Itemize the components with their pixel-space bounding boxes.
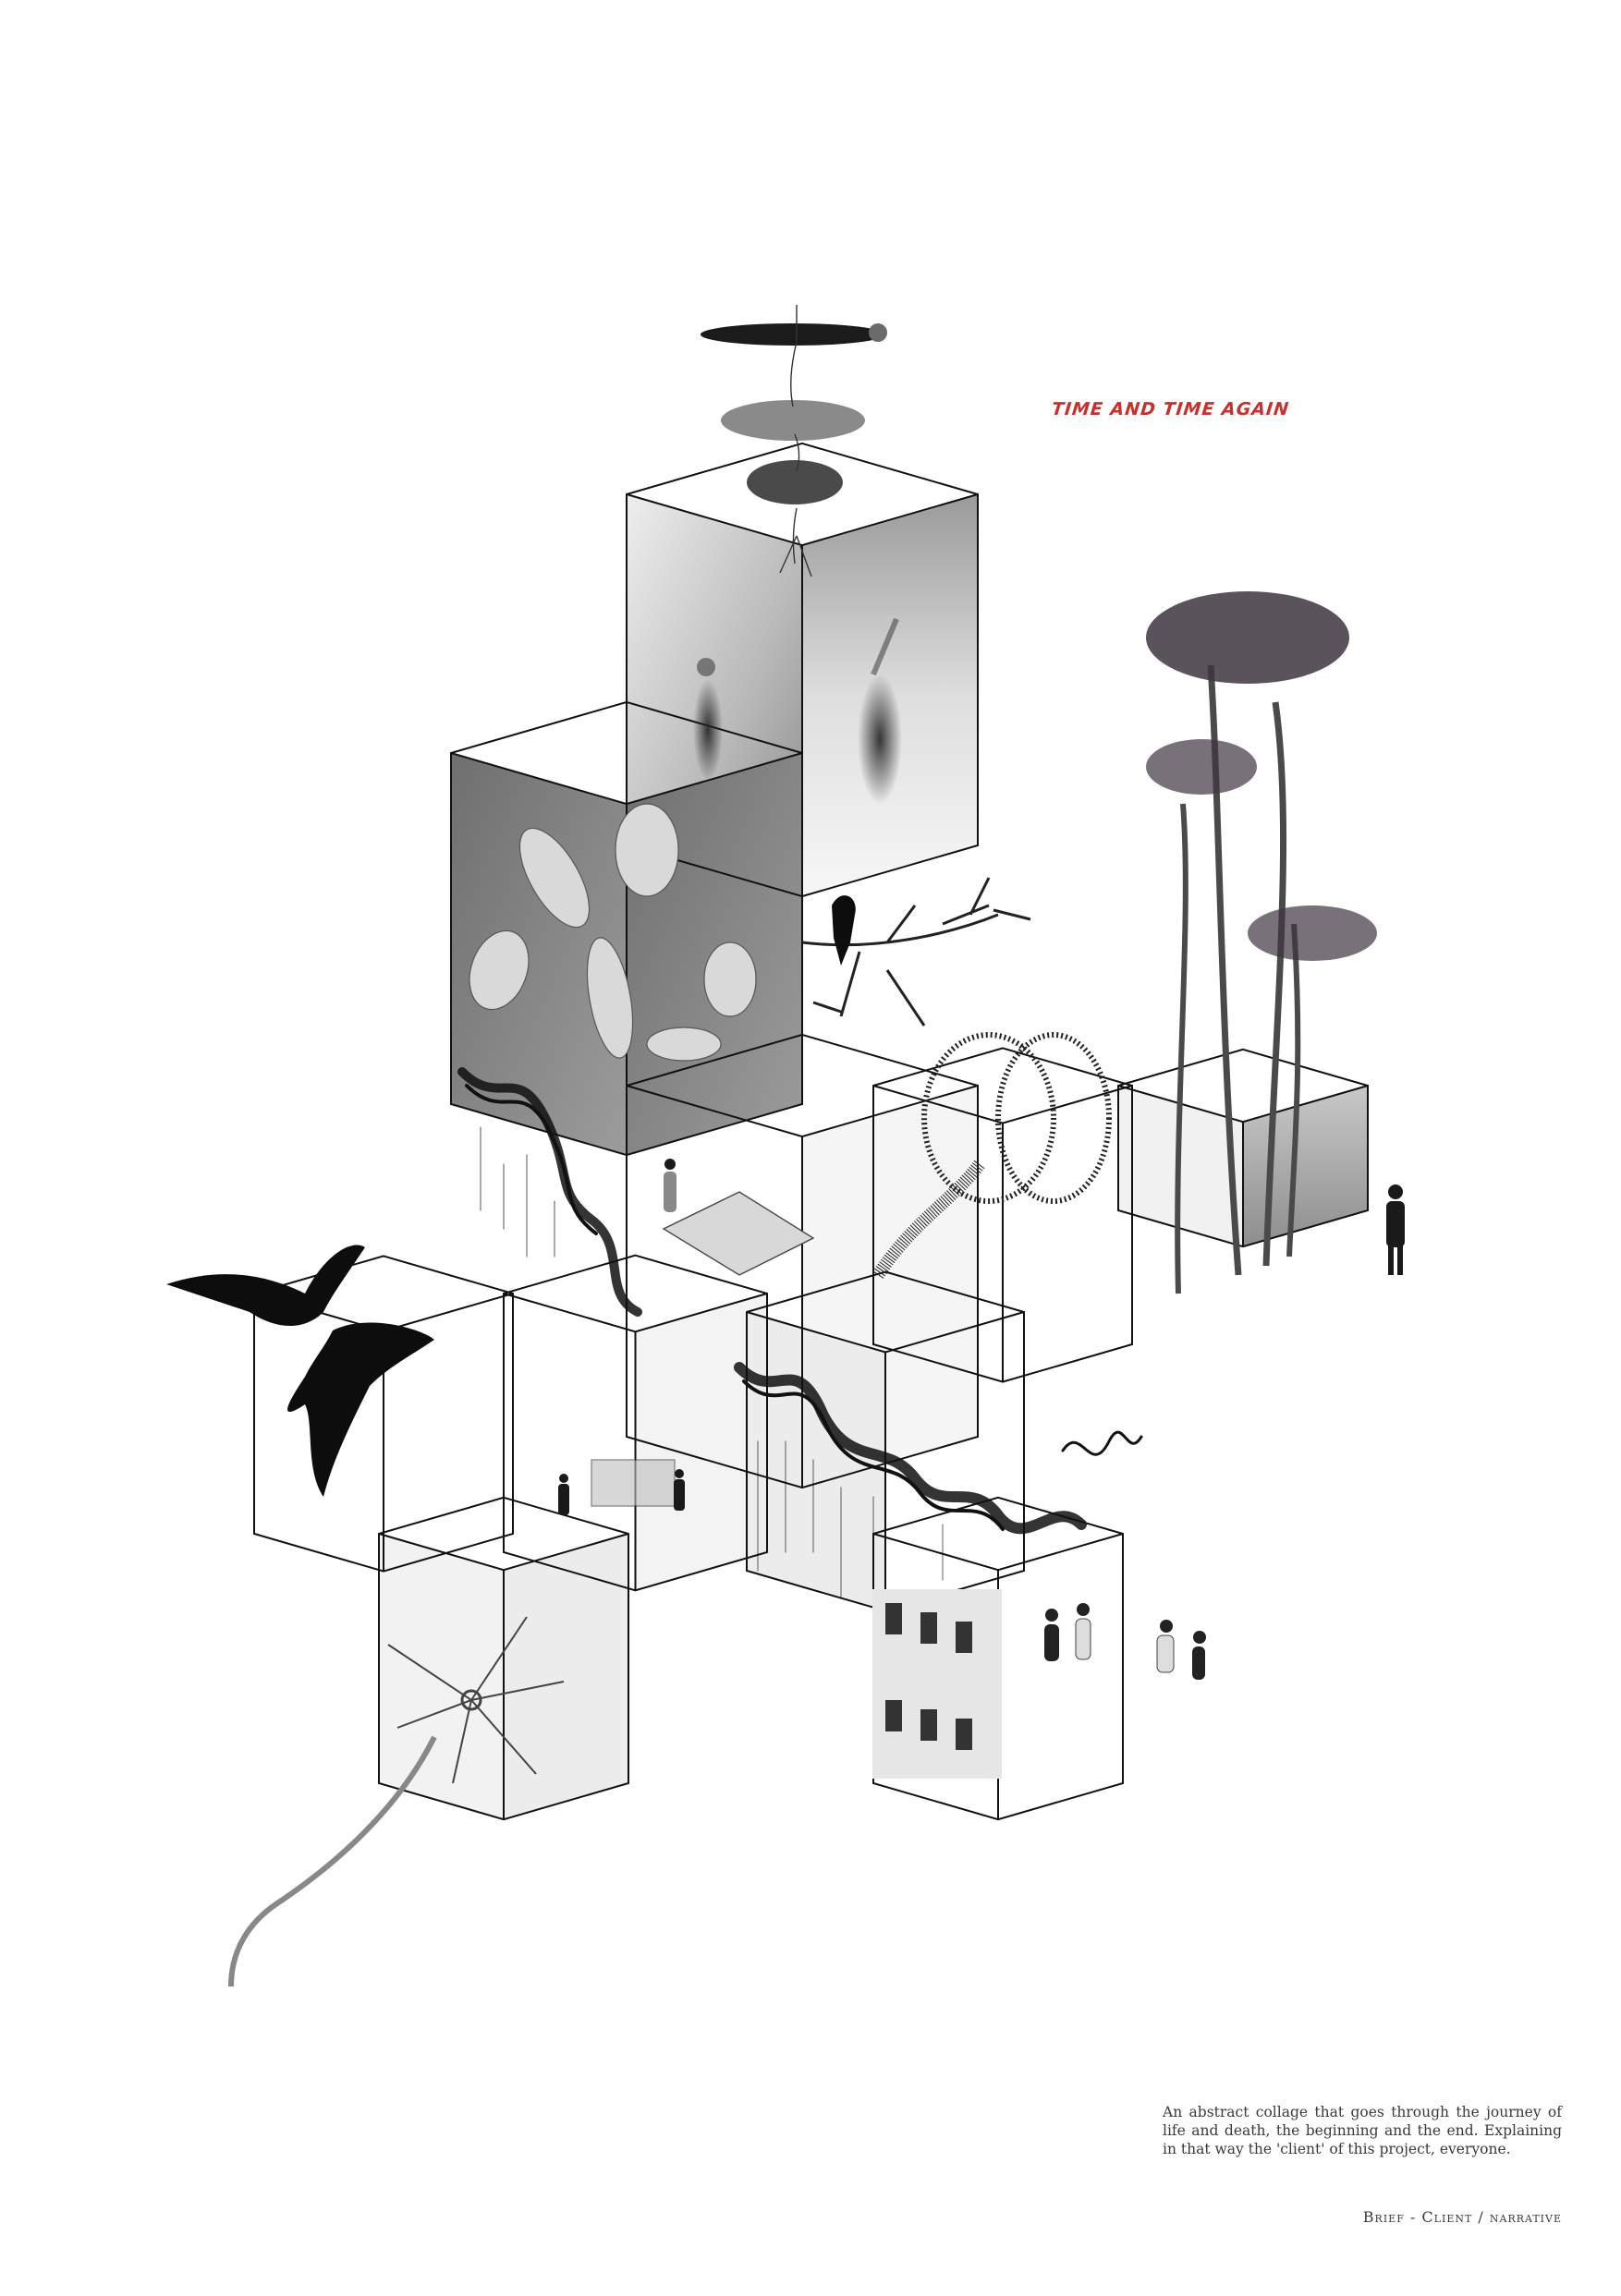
caption-text: An abstract collage that goes through th… bbox=[1163, 2104, 1562, 2157]
running-people-icon bbox=[1044, 1603, 1206, 1680]
crow-on-branch-icon bbox=[801, 877, 1031, 1027]
spiky-ink-forms-icon bbox=[872, 1032, 1112, 1279]
cube-left-face bbox=[451, 753, 627, 1156]
tangled-bodies-icon bbox=[469, 803, 757, 1062]
pine-trees-icon bbox=[1146, 591, 1377, 1294]
neuron-icon bbox=[228, 1616, 565, 1987]
poster-title: TIME AND TIME AGAIN bbox=[1050, 399, 1291, 419]
flying-crows-icon bbox=[166, 1245, 434, 1497]
cube-left-face bbox=[747, 1312, 885, 1611]
footer-label: Brief - Client / narrative bbox=[1362, 2208, 1562, 2226]
walking-person-icon bbox=[558, 1159, 1405, 1515]
building-facade-icon bbox=[872, 1589, 1002, 1779]
cube-right-face bbox=[1243, 1086, 1368, 1247]
cube-front-edge bbox=[872, 1533, 1124, 1572]
blurred-silhouettes-icon bbox=[693, 617, 902, 804]
black-ink-waves-icon bbox=[457, 1067, 1143, 1599]
floating-figures-icon bbox=[701, 305, 887, 577]
cube-left-face bbox=[379, 1534, 504, 1820]
cube-right-face bbox=[504, 1534, 628, 1820]
interior-sketches bbox=[591, 1191, 815, 1507]
